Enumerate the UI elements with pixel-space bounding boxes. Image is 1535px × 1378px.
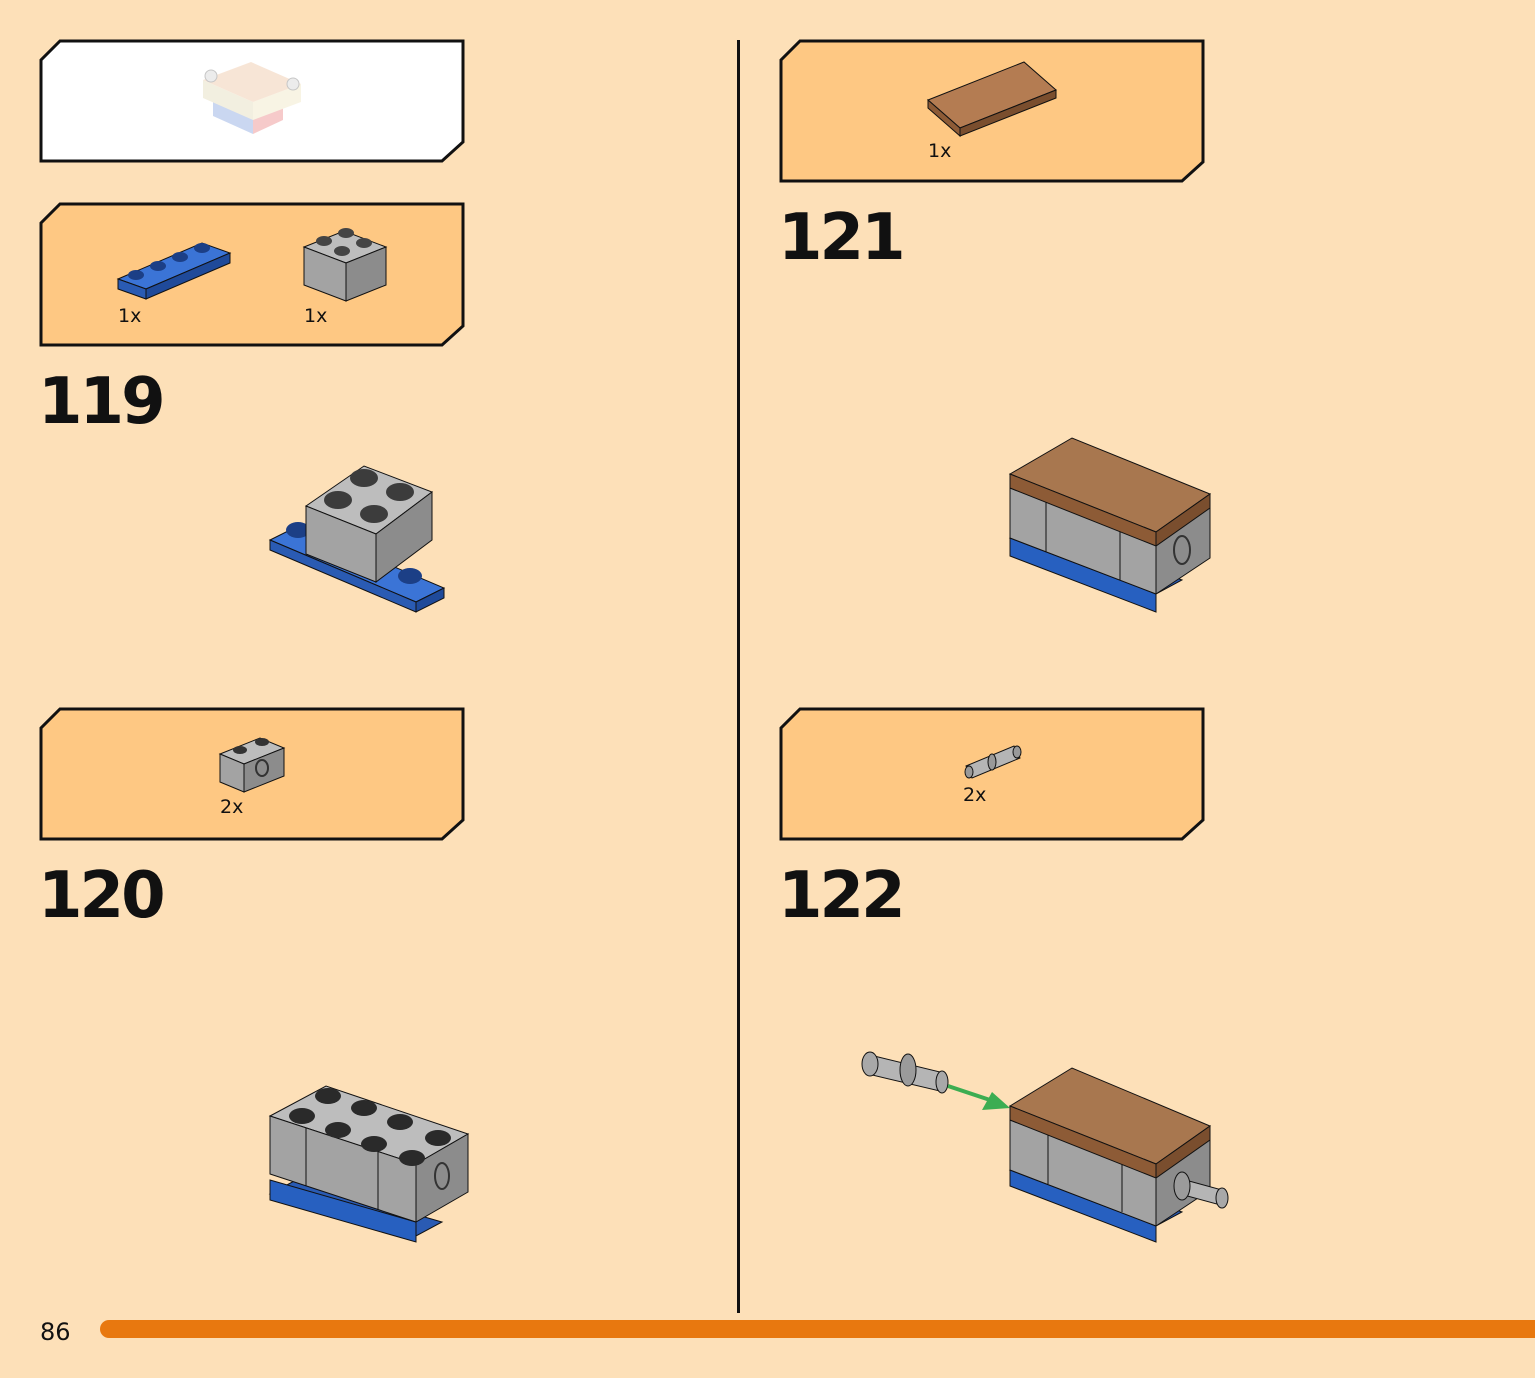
step-number-121: 121 <box>778 201 906 275</box>
blue-plate-1x4-icon <box>116 242 232 300</box>
step-121-model <box>1008 437 1212 613</box>
step-119-model <box>268 465 446 613</box>
parts-callout-step-121: 1x <box>778 38 1206 184</box>
parts-callout-step-122: 2x <box>778 706 1206 842</box>
step-120-model <box>268 1085 470 1243</box>
gray-technic-pin-icon <box>964 745 1022 779</box>
brown-tile-2x4-icon <box>927 61 1057 138</box>
gray-brick-2x2-icon <box>302 228 388 302</box>
step-122-model <box>861 1051 1229 1243</box>
step-number-120: 120 <box>38 859 166 933</box>
quantity-label: 2x <box>220 796 244 818</box>
step-number-122: 122 <box>778 859 906 933</box>
insert-arrow-icon <box>947 1084 1010 1110</box>
step-number-119: 119 <box>38 365 166 439</box>
page-footer-bar <box>100 1320 1535 1338</box>
quantity-label: 1x <box>928 140 952 162</box>
quantity-label: 2x <box>963 784 987 806</box>
page-number: 86 <box>40 1318 71 1346</box>
gray-technic-brick-1x2-icon <box>218 737 286 793</box>
preview-callout <box>38 38 466 164</box>
column-divider <box>737 40 740 1313</box>
technic-pin-icon <box>861 1051 949 1094</box>
parts-callout-step-119: 1x 1x <box>38 201 466 348</box>
quantity-label: 1x <box>118 305 142 327</box>
parts-callout-step-120: 2x <box>38 706 466 842</box>
quantity-label: 1x <box>304 305 328 327</box>
previous-model-thumbnail <box>203 62 301 134</box>
